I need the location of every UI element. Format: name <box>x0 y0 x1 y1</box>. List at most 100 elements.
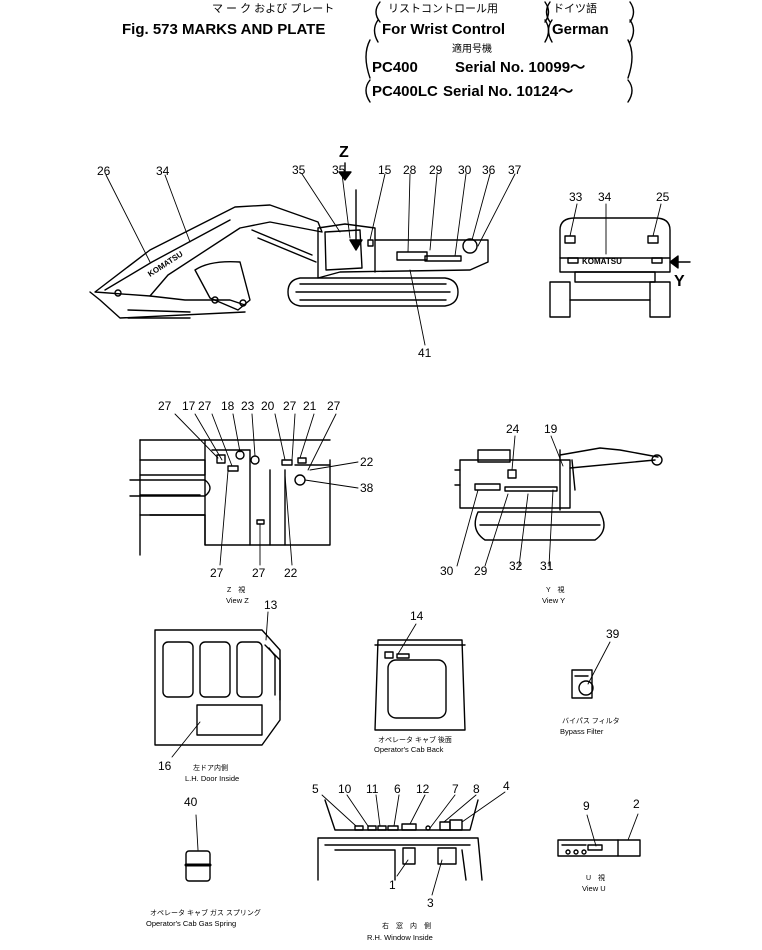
callout: 19 <box>544 422 558 436</box>
bypass-caption-en: Bypass Filter <box>560 727 604 736</box>
cab-back-labels: 14 オペレータ キャブ 後面 Operator's Cab Back <box>374 609 452 754</box>
callout: 13 <box>264 598 278 612</box>
view-z-caption-en: View Z <box>226 596 249 605</box>
callout: 33 <box>569 190 583 204</box>
callout: 31 <box>540 559 554 573</box>
callout: 25 <box>656 190 670 204</box>
callout: 32 <box>509 559 523 573</box>
callout: 22 <box>360 455 374 469</box>
window-caption-en: R.H. Window Inside <box>367 933 433 942</box>
callout: 6 <box>394 782 401 796</box>
callout: 5 <box>312 782 319 796</box>
callout: 23 <box>241 399 255 413</box>
callout: 27 <box>210 566 224 580</box>
model-2-name: PC400LC <box>372 83 438 100</box>
gas-spring-caption-jp: オペレータ キャブ ガス スプリング <box>150 908 261 917</box>
door-callouts: 13 16 <box>158 598 278 773</box>
window-leaders <box>321 791 506 896</box>
callout: 16 <box>158 759 172 773</box>
callout: 29 <box>474 564 488 578</box>
figure-title: Fig. 573 MARKS AND PLATE <box>122 21 325 38</box>
callout: 26 <box>97 164 111 178</box>
callout: 12 <box>416 782 430 796</box>
view-z-leaders <box>174 413 359 566</box>
callout: 29 <box>429 163 443 177</box>
view-y-marker: Y <box>674 273 685 290</box>
view-z-callouts: 27 17 27 18 23 20 27 21 27 22 38 27 27 2… <box>158 399 374 580</box>
window-caption: 右 窓 内 側 R.H. Window Inside <box>367 921 433 942</box>
callout: 41 <box>418 346 432 360</box>
view-y-leaders <box>456 435 564 567</box>
callout: 22 <box>284 566 298 580</box>
cab-back-caption-en: Operator's Cab Back <box>374 745 444 754</box>
view-z-marker: Z <box>339 144 349 161</box>
view-y-callouts: 24 19 30 29 32 31 <box>440 422 558 578</box>
view-u-caption-jp: U 視 <box>586 873 605 882</box>
window-drawing <box>317 799 483 881</box>
view-u-drawing <box>557 839 641 857</box>
door-leaders <box>171 611 269 758</box>
callout: 35 <box>332 163 346 177</box>
callout: 2 <box>633 797 640 811</box>
model-1-name: PC400 <box>372 59 418 76</box>
rear-view <box>549 217 691 318</box>
rear-view-labels: KOMATSU Y <box>582 257 685 290</box>
gas-spring-leaders <box>195 814 199 851</box>
view-z-drawing <box>129 439 331 556</box>
door-caption-jp: 左ドア内側 <box>193 763 228 772</box>
callout: 3 <box>427 896 434 910</box>
header-jp-model: 適用号機 <box>452 42 492 55</box>
rear-brand-mark: KOMATSU <box>582 257 622 266</box>
boom-brand-mark: KOMATSU <box>146 249 185 278</box>
callout: 1 <box>389 878 396 892</box>
cab-back-leaders <box>397 623 417 655</box>
header-jp-wrist: リストコントロール用 <box>388 3 498 15</box>
view-u-leaders <box>586 813 639 847</box>
callout: 8 <box>473 782 480 796</box>
callout: 15 <box>378 163 392 177</box>
callout: 27 <box>158 399 172 413</box>
view-y-caption-jp: Y 視 <box>546 585 565 594</box>
view-u-labels: 9 2 U 視 View U <box>582 797 640 893</box>
callout: 35 <box>292 163 306 177</box>
callout: 10 <box>338 782 352 796</box>
model-1-serial: Serial No. 10099～ <box>455 59 585 76</box>
excavator-side-view <box>89 162 489 319</box>
callout: 11 <box>366 782 379 796</box>
callout: 27 <box>252 566 266 580</box>
header-german: German <box>552 21 609 38</box>
view-y-caption: Y 視 View Y <box>542 585 565 605</box>
callout: 30 <box>458 163 472 177</box>
callout: 17 <box>182 399 196 413</box>
header-jp-marks: マ ー ク および プレート <box>212 2 334 15</box>
cab-back-drawing <box>374 639 466 731</box>
gas-spring-labels: 40 オペレータ キャブ ガス スプリング Operator's Cab Gas… <box>146 795 261 928</box>
model-2-serial: Serial No. 10124～ <box>443 83 573 100</box>
gas-spring-caption-en: Operator's Cab Gas Spring <box>146 919 236 928</box>
callout: 39 <box>606 627 620 641</box>
bypass-labels: 39 バイパス フィルタ Bypass Filter <box>560 627 620 736</box>
callout: 27 <box>283 399 297 413</box>
callout: 30 <box>440 564 454 578</box>
excavator-side-leaders <box>105 173 516 346</box>
excavator-side-callouts: 26 34 35 35 15 28 29 30 36 37 41 <box>97 163 522 360</box>
callout: 37 <box>508 163 522 177</box>
callout: 27 <box>198 399 212 413</box>
header-brackets <box>365 1 635 103</box>
bypass-filter-drawing <box>571 669 594 699</box>
callout: 38 <box>360 481 374 495</box>
view-u-caption-en: View U <box>582 884 606 893</box>
callout: 18 <box>221 399 235 413</box>
view-y-caption-en: View Y <box>542 596 565 605</box>
header-for-wrist: For Wrist Control <box>382 21 505 38</box>
door-caption-en: L.H. Door Inside <box>185 774 239 783</box>
callout: 9 <box>583 799 590 813</box>
bypass-leaders <box>587 641 611 685</box>
callout: 34 <box>598 190 612 204</box>
door-caption: 左ドア内側 L.H. Door Inside <box>185 763 239 783</box>
window-caption-jp: 右 窓 内 側 <box>382 921 431 930</box>
figure-header: マ ー ク および プレート リストコントロール用 ドイツ語 Fig. 573 … <box>122 1 609 100</box>
callout: 40 <box>184 795 198 809</box>
callout: 36 <box>482 163 496 177</box>
cab-back-caption-jp: オペレータ キャブ 後面 <box>378 735 452 744</box>
